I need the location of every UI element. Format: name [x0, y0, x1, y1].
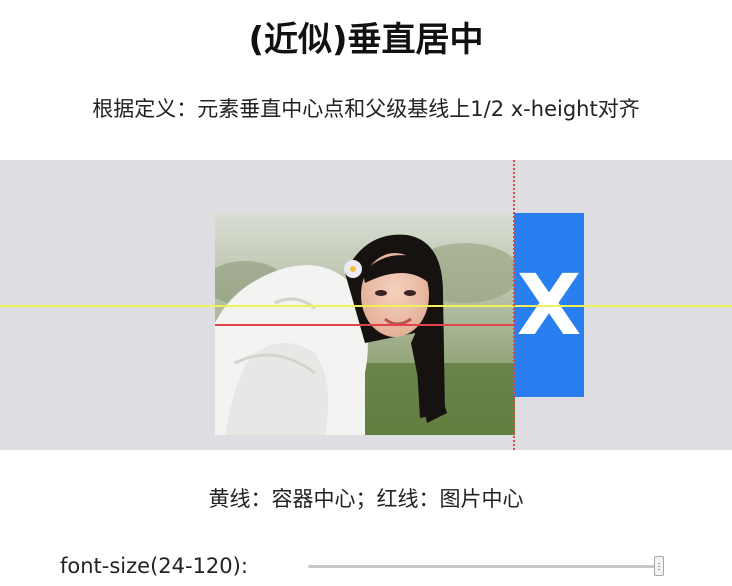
page-subtitle: 根据定义：元素垂直中心点和父级基线上1/2 x-height对齐	[92, 97, 640, 121]
slider-handle[interactable]	[654, 556, 664, 576]
font-size-slider[interactable]	[308, 565, 664, 568]
photo-icon	[215, 213, 515, 435]
container-center-line	[0, 305, 732, 307]
legend-caption: 黄线：容器中心；红线：图片中心	[208, 487, 524, 511]
font-size-control: font-size(24-120):	[60, 550, 680, 582]
font-size-label: font-size(24-120):	[60, 554, 248, 578]
image-center-line	[215, 324, 515, 326]
baseline-marker	[513, 160, 515, 450]
demo-container: X	[0, 160, 732, 450]
page-title: (近似)垂直居中	[248, 20, 484, 60]
